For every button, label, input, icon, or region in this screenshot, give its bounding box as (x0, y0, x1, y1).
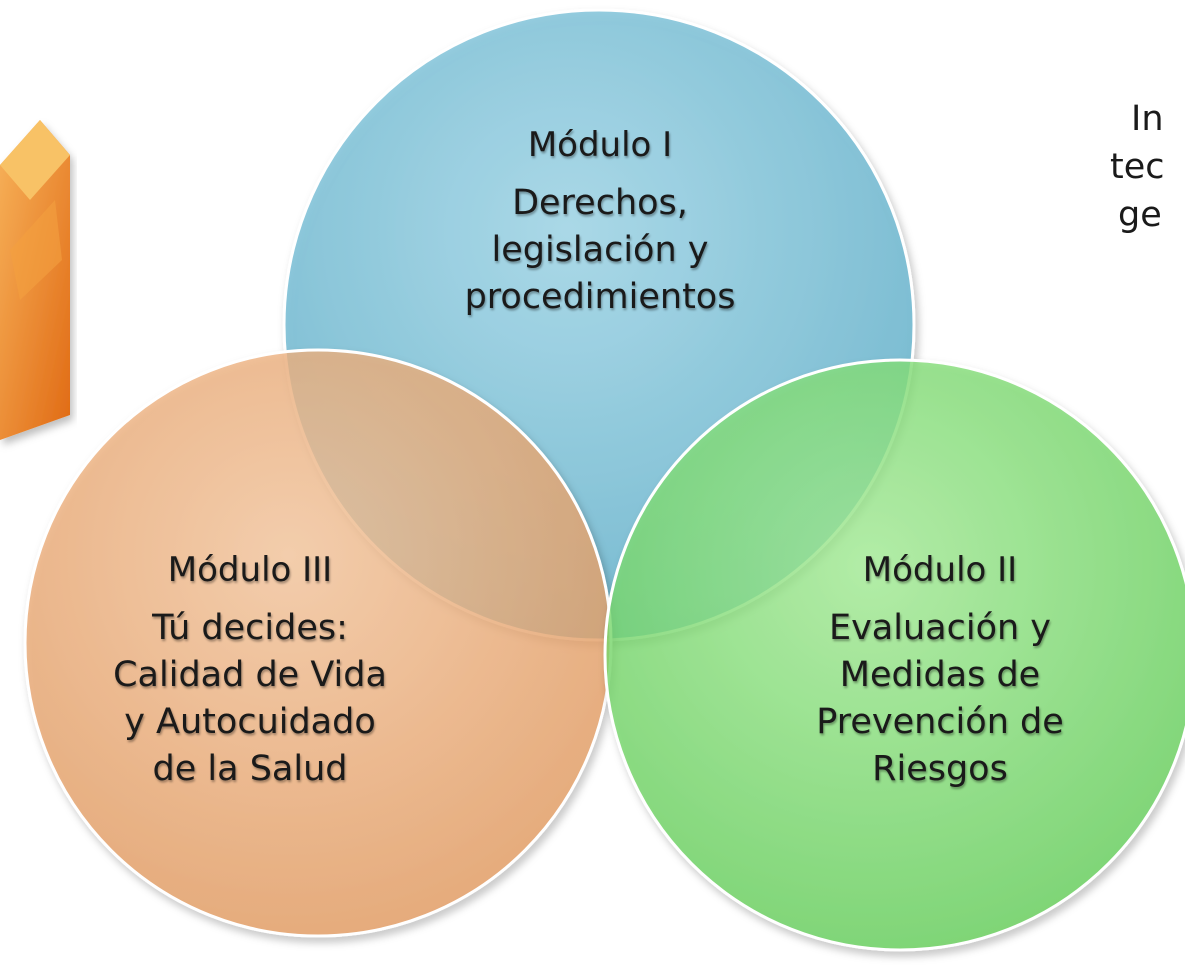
module-2-line: Evaluación y (828, 607, 1052, 648)
module-3-line: y Autocuidado (124, 701, 376, 742)
module-2-circle (603, 358, 1185, 952)
cube-graphic (0, 120, 70, 440)
module-1-line: Derechos, (512, 182, 688, 223)
module-3-text: Módulo III Tú decides: Calidad de Vida y… (50, 550, 450, 793)
module-1-line: legislación y (491, 229, 709, 270)
module-3-title: Módulo III (167, 550, 333, 590)
module-1-text: Módulo I Derechos, legislación y procedi… (400, 125, 800, 321)
side-text-line: ge (1118, 195, 1162, 235)
module-2-line: Riesgos (872, 748, 1008, 789)
module-3-line: Tú decides: (152, 607, 348, 648)
side-text-line: In (1131, 99, 1164, 139)
module-3-line: Calidad de Vida (113, 654, 387, 695)
side-text-line: tec (1110, 147, 1165, 187)
module-1-title: Módulo I (527, 125, 673, 165)
module-2-title: Módulo II (862, 550, 1018, 590)
module-1-line: procedimientos (464, 276, 736, 317)
module-3-line: de la Salud (152, 748, 348, 789)
module-2-text: Módulo II Evaluación y Medidas de Preven… (770, 550, 1110, 793)
module-2-line: Prevención de (816, 701, 1064, 742)
module-2-line: Medidas de (839, 654, 1041, 695)
